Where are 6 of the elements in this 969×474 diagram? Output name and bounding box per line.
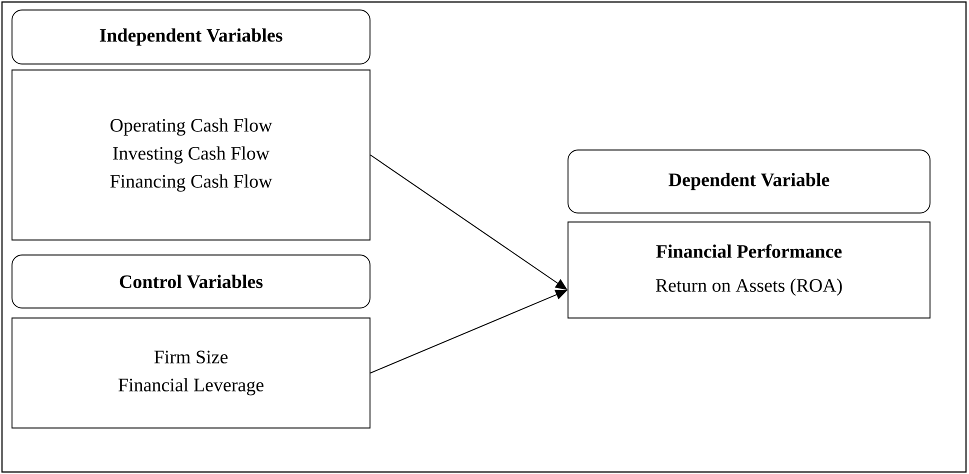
heading-box: Control Variables: [12, 254, 370, 308]
variable-box: Financial Performance Return on Assets (ROA): [568, 222, 930, 318]
heading-box: Dependent Variable: [568, 150, 930, 214]
heading-box: Independent Variables: [12, 10, 370, 64]
variable-box: Firm Size Financial Leverage: [12, 318, 370, 428]
variable-box: Operating Cash Flow Investing Cash Flow Financing Cash Flow: [12, 70, 370, 240]
